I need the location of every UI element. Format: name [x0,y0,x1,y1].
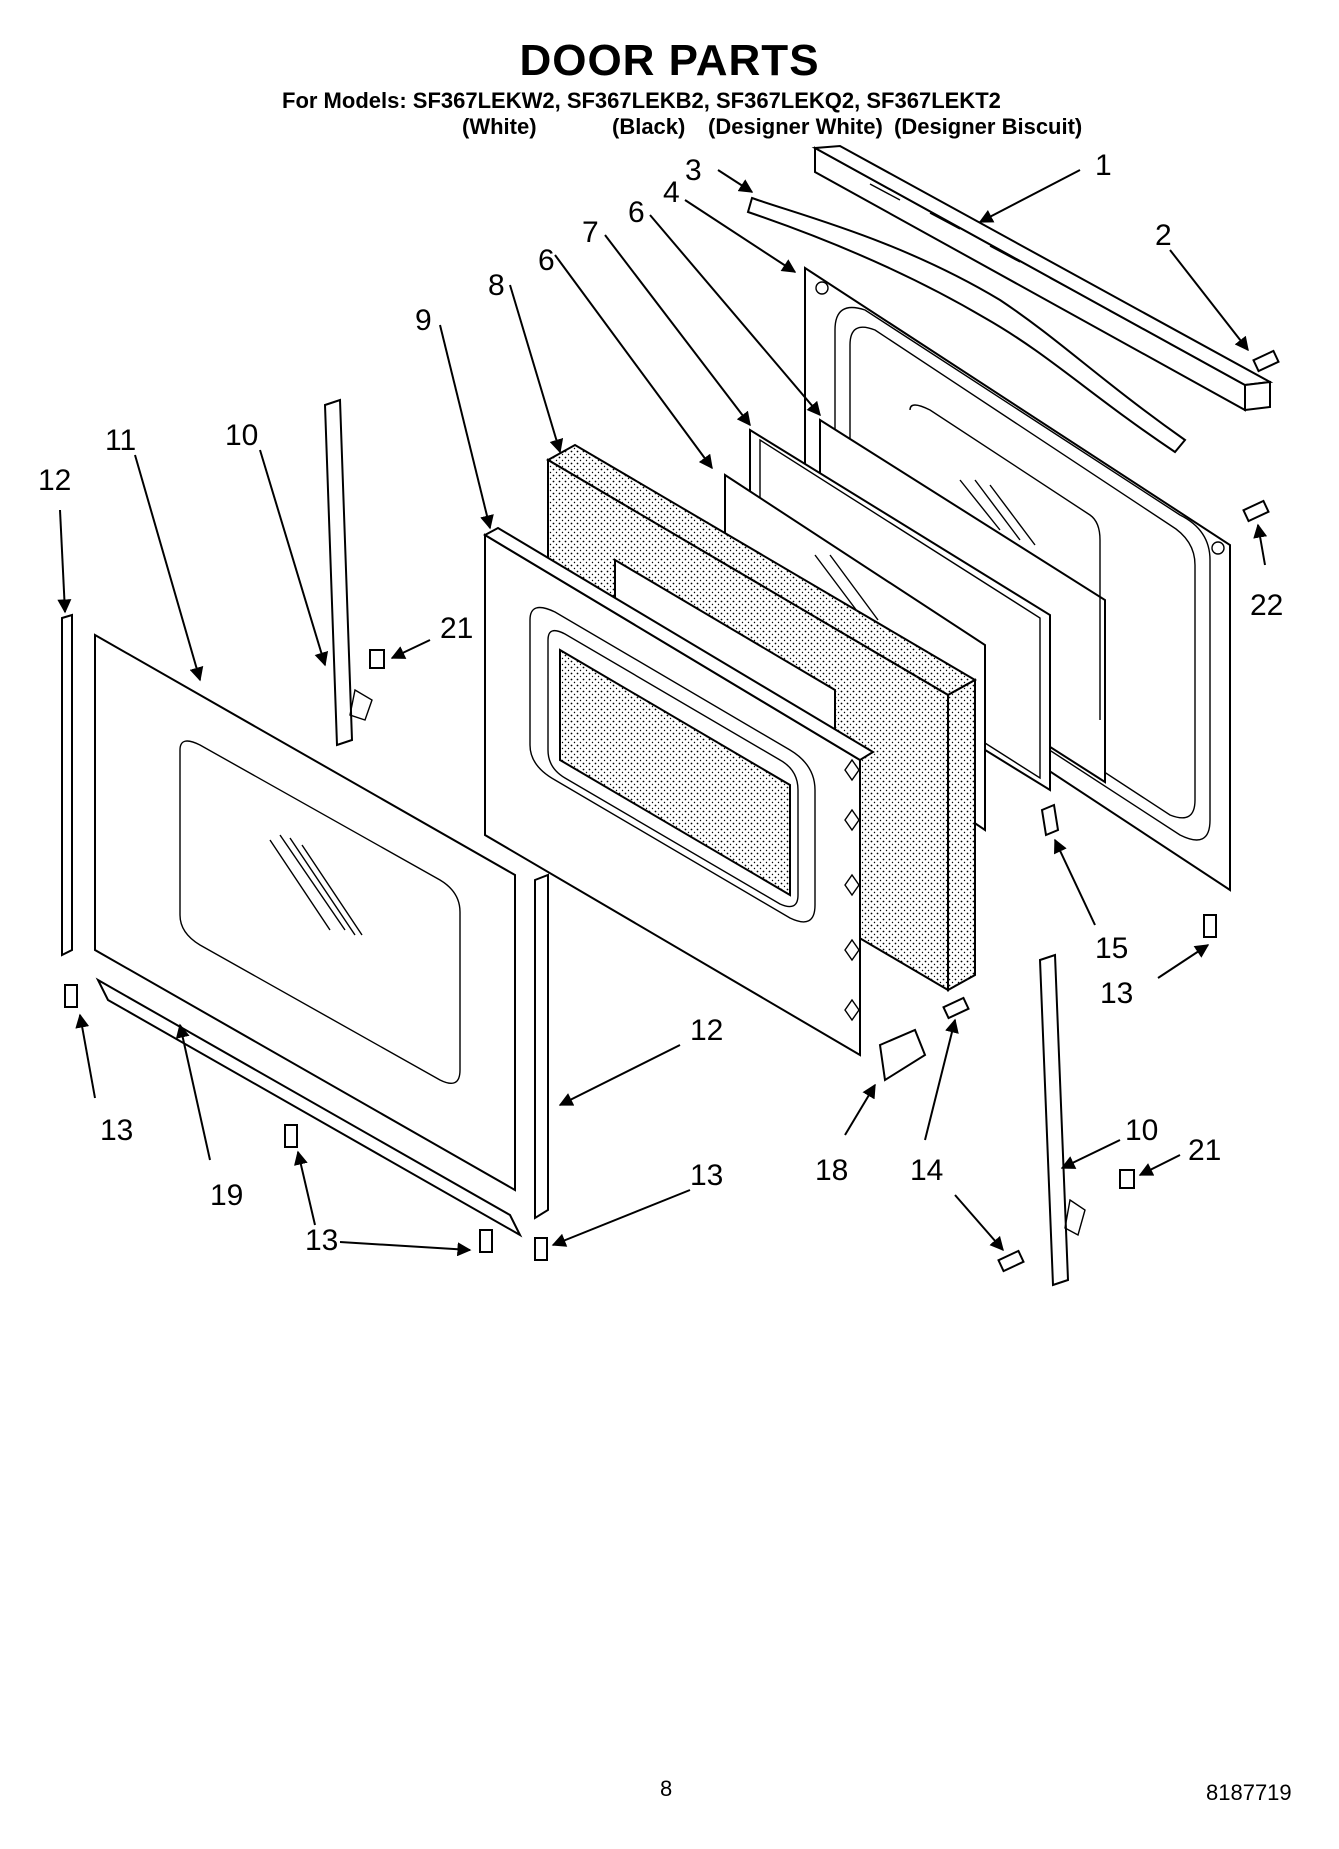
callout-22: 22 [1250,589,1283,622]
callout-15: 15 [1095,932,1128,965]
callout-12-left: 12 [38,464,71,497]
part-hinge-clip-right [1119,1169,1135,1189]
callout-9: 9 [415,304,432,337]
screw-13-a [64,984,78,1008]
part-control-trim [811,144,1274,412]
part-outer-door-panel [94,633,516,1192]
screw-2 [1252,349,1280,373]
callout-4: 4 [663,176,680,209]
variant-black: (Black) [612,114,686,139]
variant-designer-white: (Designer White) [708,114,883,139]
part-door-inner-panel [482,526,875,1057]
callout-13-bottom: 13 [305,1224,338,1257]
screw-14-a [942,996,970,1020]
callout-10-left: 10 [225,419,258,452]
callout-1: 1 [1095,149,1112,182]
screw-13-d [534,1237,548,1261]
callout-11: 11 [105,424,136,457]
part-door-handle [746,196,1187,454]
part-hinge-right [1038,953,1086,1287]
callout-8: 8 [488,269,505,302]
part-clip [1040,803,1060,837]
callout-21-right: 21 [1188,1134,1221,1167]
part-side-trim-right [534,873,549,1220]
callout-10-right: 10 [1125,1114,1158,1147]
screw-13-c [479,1229,493,1253]
callout-12-right: 12 [690,1014,723,1047]
screw-22 [1242,499,1270,523]
page-title: DOOR PARTS [519,36,820,85]
variant-designer-biscuit: (Designer Biscuit) [894,114,1083,139]
callout-13-mid: 13 [690,1159,723,1192]
callout-13-left: 13 [100,1114,133,1147]
screw-14-b [997,1249,1025,1273]
callout-2: 2 [1155,219,1172,252]
document-number: 8187719 [1206,1780,1292,1805]
variant-white: (White) [462,114,537,139]
screw-13-e [1203,914,1217,938]
callout-7: 7 [582,216,599,249]
callout-labels: 1 2 3 4 6 7 6 8 9 10 11 12 21 22 15 13 1… [38,149,1283,1257]
part-side-trim-left [61,613,73,957]
callout-18: 18 [815,1154,848,1187]
part-bracket [878,1028,927,1082]
callout-3: 3 [685,154,702,187]
page-number: 8 [660,1776,673,1801]
part-hinge-left [323,398,373,747]
screw-13-b [284,1124,298,1148]
part-bottom-trim [95,977,523,1238]
callout-6-rear: 6 [628,196,645,229]
callout-19: 19 [210,1179,243,1212]
callout-13-right: 13 [1100,977,1133,1010]
callout-21-left: 21 [440,612,473,645]
callout-14: 14 [910,1154,943,1187]
part-hinge-clip-left [369,649,385,669]
callout-6-front: 6 [538,244,555,277]
leader-lines [57,169,1268,1257]
models-line: For Models: SF367LEKW2, SF367LEKB2, SF36… [282,88,1001,113]
